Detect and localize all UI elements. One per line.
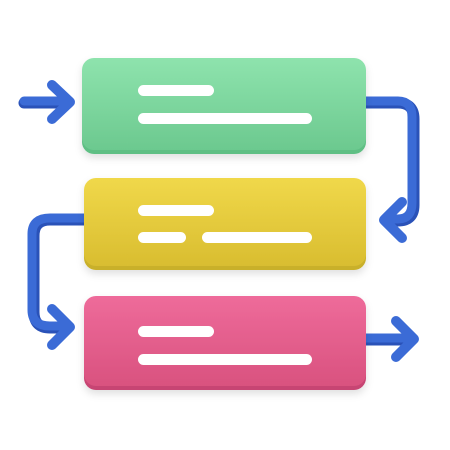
text-line — [138, 85, 214, 96]
text-line — [138, 232, 186, 243]
connector-arrow-1-to-2 — [356, 96, 420, 243]
step-box-1 — [82, 58, 366, 154]
step-box-2-lines — [138, 205, 312, 243]
step-box-1-lines — [138, 85, 312, 124]
step-box-2 — [84, 178, 366, 270]
text-line — [202, 232, 312, 243]
text-line — [138, 354, 312, 365]
text-line — [138, 113, 312, 124]
step-box-3 — [84, 296, 366, 390]
step-box-3-lines — [138, 326, 312, 365]
exit-arrow-icon — [356, 316, 419, 362]
text-line — [138, 326, 214, 337]
connector-arrow-2-to-3 — [27, 213, 94, 350]
entry-arrow-icon — [18, 80, 75, 124]
text-line — [138, 205, 214, 216]
